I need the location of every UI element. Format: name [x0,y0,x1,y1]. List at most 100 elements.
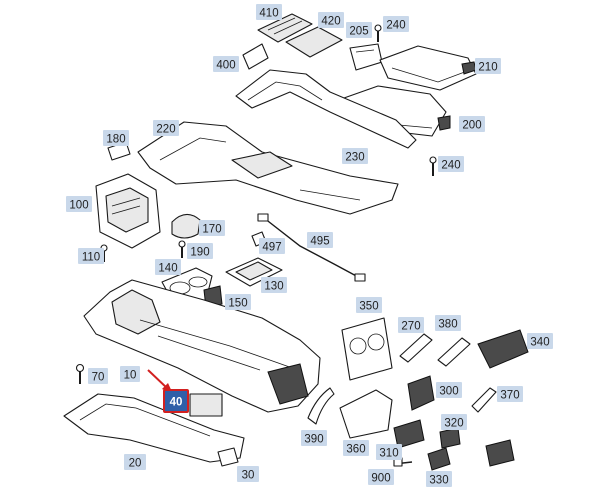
callout-110[interactable]: 110 [78,248,104,264]
svg-text:170: 170 [202,224,221,236]
part-230-upper-cover [137,121,399,215]
part-190-screw [178,240,186,258]
callout-20[interactable]: 20 [124,454,146,470]
part-320-switch-a [439,427,461,449]
part-360-panel [339,389,393,439]
part-70-screw [75,363,85,384]
callout-350[interactable]: 350 [356,297,382,313]
svg-text:900: 900 [371,473,390,485]
callout-100[interactable]: 100 [66,196,92,212]
callout-300[interactable]: 300 [436,382,462,398]
svg-text:300: 300 [439,386,458,398]
part-340-module [477,329,529,369]
part-270-strip [399,333,433,363]
part-40-mat [189,393,223,417]
svg-text:240: 240 [441,160,460,172]
part-400-plate [242,43,269,70]
svg-text:310: 310 [379,448,398,460]
callout-390[interactable]: 390 [301,430,327,446]
callout-360[interactable]: 360 [343,440,369,456]
part-370-cover [471,387,497,413]
callout-270[interactable]: 270 [398,317,424,333]
callout-330[interactable]: 330 [426,471,452,487]
svg-text:320: 320 [444,418,463,430]
svg-text:110: 110 [82,252,100,264]
callout-30[interactable]: 30 [237,466,259,482]
callout-240[interactable]: 240 [438,156,464,172]
callout-205[interactable]: 205 [346,22,372,38]
svg-text:20: 20 [129,458,142,470]
svg-text:350: 350 [359,301,378,313]
callout-170[interactable]: 170 [199,220,225,236]
svg-text:40: 40 [170,397,183,409]
part-240-screw-right [429,156,437,176]
callout-310[interactable]: 310 [376,444,402,460]
svg-text:10: 10 [124,370,137,382]
callout-200[interactable]: 200 [459,116,485,132]
part-130-frame [225,257,283,287]
svg-text:400: 400 [216,60,235,72]
callout-210[interactable]: 210 [475,58,501,74]
callout-340[interactable]: 340 [527,333,553,349]
svg-text:497: 497 [262,242,281,254]
callout-140[interactable]: 140 [155,259,181,275]
callout-180[interactable]: 180 [103,130,129,146]
callout-410[interactable]: 410 [256,4,282,20]
part-380-strip [437,337,471,367]
callout-370[interactable]: 370 [497,386,523,402]
part-100-shifter-housing [95,173,161,249]
callout-420[interactable]: 420 [318,12,344,28]
svg-text:340: 340 [530,337,549,349]
svg-text:130: 130 [264,281,283,293]
part-390-trim [307,387,335,425]
svg-text:420: 420 [321,16,340,28]
part-220-trim-frame [235,69,417,149]
svg-text:390: 390 [304,434,323,446]
svg-text:200: 200 [462,120,481,132]
callout-220[interactable]: 220 [153,120,179,136]
part-20-lower-tray [63,393,245,463]
part-240-screw-top [374,24,382,42]
part-495-cable [257,213,366,282]
callout-150[interactable]: 150 [225,294,251,310]
svg-text:190: 190 [190,247,209,259]
part-420-pad [285,26,343,58]
callout-900[interactable]: 900 [368,469,394,485]
svg-text:150: 150 [228,298,247,310]
callout-190[interactable]: 190 [187,243,213,259]
part-170-knob [171,213,201,239]
callout-240[interactable]: 240 [383,16,409,32]
svg-text:240: 240 [386,20,405,32]
svg-text:270: 270 [401,321,420,333]
callout-495[interactable]: 495 [307,232,333,248]
part-30-clip [217,447,239,467]
callout-497[interactable]: 497 [259,238,285,254]
svg-text:370: 370 [500,390,519,402]
svg-text:100: 100 [69,200,88,212]
svg-text:30: 30 [242,470,255,482]
svg-text:205: 205 [349,26,368,38]
callout-70[interactable]: 70 [88,368,108,384]
part-205-bracket [349,43,383,71]
callout-380[interactable]: 380 [435,315,461,331]
part-300-switch-block [407,375,435,411]
svg-text:220: 220 [156,124,175,136]
callout-230[interactable]: 230 [342,148,368,164]
svg-text:360: 360 [346,444,365,456]
svg-text:180: 180 [106,134,125,146]
svg-text:495: 495 [310,236,329,248]
part-350-bezel [341,317,393,381]
callout-130[interactable]: 130 [261,277,287,293]
svg-text:230: 230 [345,152,364,164]
callout-400[interactable]: 400 [213,56,239,72]
part-10-console-body [83,279,321,413]
part-330-connector [427,447,451,471]
callout-10[interactable]: 10 [120,366,140,382]
svg-text:380: 380 [438,319,457,331]
svg-text:210: 210 [478,62,497,74]
callout-40[interactable]: 40 [163,389,189,413]
callout-320[interactable]: 320 [441,414,467,430]
part-210-lid [379,45,477,91]
part-320-switch-b [485,439,515,467]
